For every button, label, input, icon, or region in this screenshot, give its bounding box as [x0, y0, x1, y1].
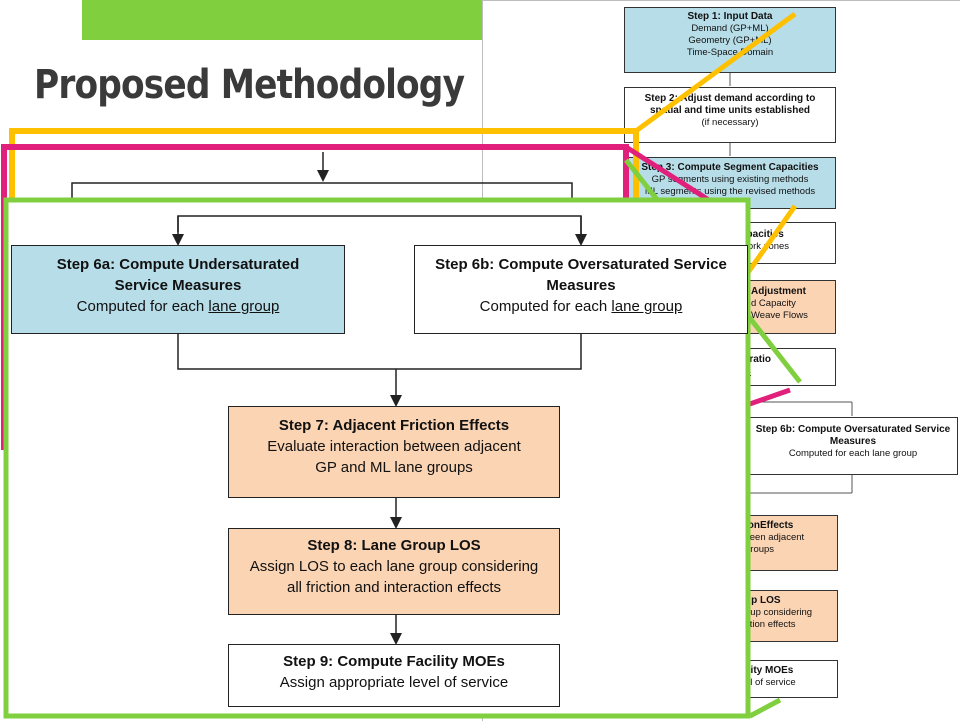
bg-step8-box: up LOS oup considering ction effects: [740, 590, 838, 642]
zoom-step6a-line: Computed for each lane group: [12, 296, 344, 317]
bg-step6b-title-cont: Measures: [829, 436, 877, 447]
zoom-step6b-title-cont: Measures: [546, 277, 616, 294]
zoom-connector: [177, 334, 582, 370]
bg-step2-box: Step 2: Adjust demand according to spati…: [624, 87, 836, 143]
header-accent-bar: [82, 0, 482, 40]
zoom-step7-title: Step 7: Adjacent Friction Effects: [278, 417, 510, 434]
zoom-step6a-title-cont: Service Measures: [114, 277, 242, 294]
bg-step9-line: el of service: [745, 677, 796, 688]
zoom-step8-line: all friction and interaction effects: [286, 579, 501, 596]
background-connectors: [729, 73, 853, 494]
green-zoom-frame: [3, 197, 751, 719]
bg-step5-line: d Capacity: [751, 298, 796, 309]
zoom-step8-line: Assign LOS to each lane group considerin…: [249, 558, 539, 575]
zoom-step9-box: Step 9: Compute Facility MOEs Assign app…: [228, 644, 560, 707]
zoom-connector: [71, 182, 573, 198]
zoom-step7-line: Evaluate interaction between adjacent: [267, 438, 521, 455]
bg-step2-title: Step 2: Adjust demand according to: [644, 93, 816, 104]
bg-step6b-title: Step 6b: Compute Oversaturated Service: [755, 424, 951, 435]
bg-step4-title: apacities: [741, 229, 784, 240]
green-zoom-line: [748, 697, 782, 719]
zoom-step6b-line: Computed for each lane group: [415, 296, 747, 317]
bg-step7-box: ionEffects veen adjacent groups: [740, 515, 838, 571]
zoom-step7-line: GP and ML lane groups: [315, 459, 473, 476]
zoom-step9-line: Assign appropriate level of service: [279, 674, 509, 691]
bg-step1-line: Time-Space Domain: [686, 47, 774, 58]
bg-step8-line: ction effects: [745, 619, 796, 630]
zoom-step6a-box: Step 6a: Compute Undersaturated Service …: [11, 245, 345, 334]
zoom-step7-box: Step 7: Adjacent Friction Effects Evalua…: [228, 406, 560, 498]
bg-step2-line: (if necessary): [701, 117, 759, 128]
bg-step1-line: Geometry (GP+ML): [688, 35, 772, 46]
zoom-step6b-line-underlined: lane group: [611, 298, 683, 315]
bg-step7-line: veen adjacent: [745, 532, 805, 543]
bg-step7-title: ionEffects: [745, 520, 794, 531]
bg-step9-title: ility MOEs: [745, 665, 794, 676]
zoom-step6a-title: Step 6a: Compute Undersaturated: [56, 256, 300, 273]
bg-step2-title-cont: spatial and time units established: [649, 105, 811, 116]
bg-step3-line: GP segments using existing methods: [651, 174, 809, 185]
zoom-step6b-title: Step 6b: Compute Oversaturated Service: [435, 256, 727, 273]
bg-step8-line: oup considering: [745, 607, 813, 618]
zoom-step6a-line-text: Computed for each: [76, 298, 209, 315]
bg-step6b-line: Computed for each lane group: [788, 448, 918, 459]
bg-step5-title: Adjustment: [751, 286, 806, 297]
bg-step5-line: Weave Flows: [751, 310, 808, 321]
bg-step1-line: Demand (GP+ML): [691, 23, 769, 34]
slide-title: Proposed Methodology: [34, 62, 465, 108]
bg-step1-box: Step 1: Input Data Demand (GP+ML) Geomet…: [624, 7, 836, 73]
bg-step6b-box: Step 6b: Compute Oversaturated Service M…: [748, 417, 958, 475]
bg-step7-line: groups: [745, 544, 775, 555]
zoom-step6a-line-underlined: lane group: [208, 298, 280, 315]
zoom-step6b-box: Step 6b: Compute Oversaturated Service M…: [414, 245, 748, 334]
zoom-step8-box: Step 8: Lane Group LOS Assign LOS to eac…: [228, 528, 560, 615]
bg-step8-title: up LOS: [745, 595, 781, 606]
bg-step9-box: ility MOEs el of service: [740, 660, 838, 698]
bg-step5b-title: c ratio: [741, 354, 772, 365]
bg-step3-title: Step 3: Compute Segment Capacities: [641, 162, 819, 173]
bg-step1-title: Step 1: Input Data: [687, 11, 773, 22]
zoom-step9-title: Step 9: Compute Facility MOEs: [283, 653, 505, 670]
zoom-step8-title: Step 8: Lane Group LOS: [307, 537, 481, 554]
zoom-step6b-line-text: Computed for each: [479, 298, 612, 315]
bg-step3-line: ML segments using the revised methods: [644, 186, 816, 197]
yellow-zoom-line: [634, 11, 797, 134]
